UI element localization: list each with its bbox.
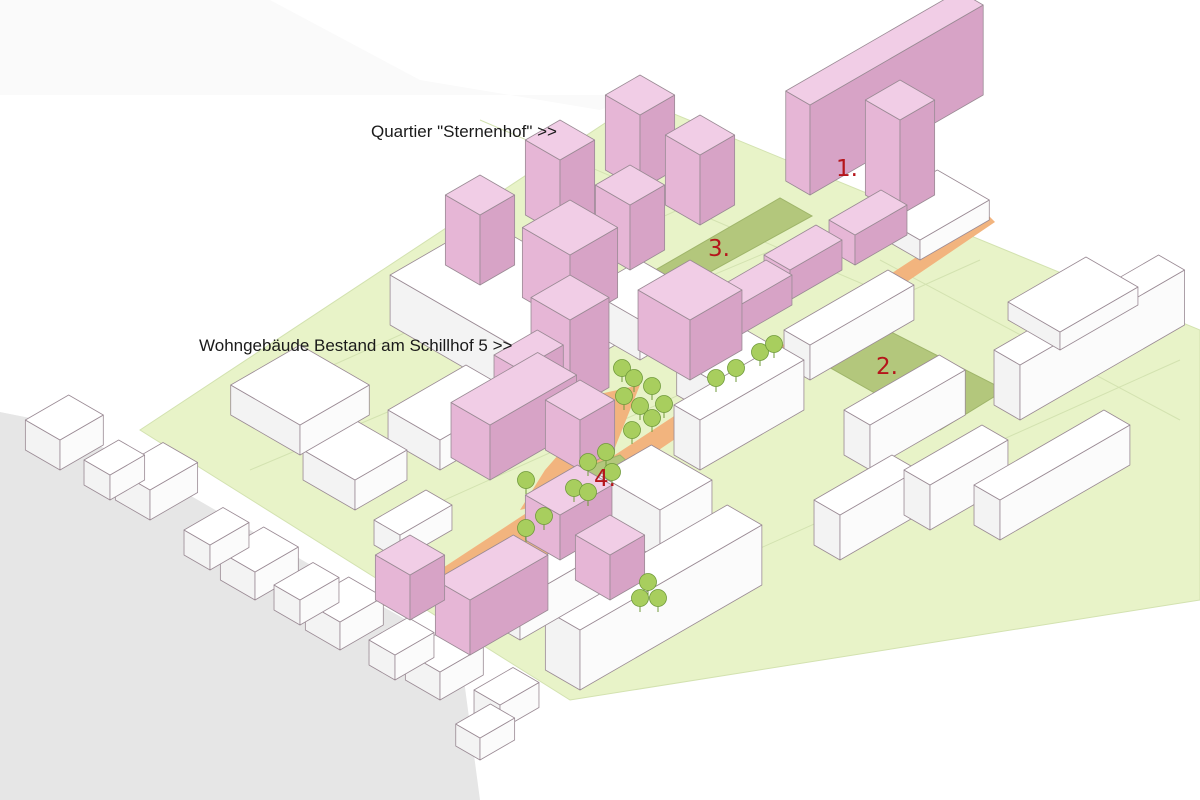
river-bank: [0, 412, 480, 800]
label-quartier-sternenhof: Quartier "Sternenhof" >>: [371, 122, 557, 141]
tree-21: [727, 359, 745, 377]
street-trees: [517, 335, 783, 612]
tree-23: [765, 335, 783, 353]
existing-building-8-roof: [843, 354, 966, 426]
existing-building-11: [903, 424, 1009, 531]
new-building-6: [444, 174, 516, 286]
existing-building-23-roof: [183, 507, 250, 546]
new-building-8-roof: [521, 199, 619, 256]
new-building-16-roof: [544, 379, 616, 421]
new-building-14-roof: [493, 329, 564, 371]
new-building-20: [574, 514, 646, 601]
new-building-5: [664, 114, 736, 226]
upper-land-shadow: [0, 0, 640, 110]
existing-building-5: [230, 344, 370, 456]
tree-12: [517, 471, 535, 489]
existing-building-17: [24, 394, 104, 471]
tree-18: [631, 589, 649, 607]
tree-16: [517, 519, 535, 537]
existing-building-7-roof: [783, 269, 915, 346]
area-number-1: 1.: [836, 156, 858, 182]
new-building-7-roof: [594, 164, 666, 206]
tree-10: [579, 453, 597, 471]
tree-6: [655, 395, 673, 413]
existing-building-26-roof: [473, 667, 540, 706]
new-buildings: [374, 0, 984, 656]
tree-3: [643, 377, 661, 395]
new-building-13-roof: [530, 274, 610, 321]
existing-building-24-roof: [273, 562, 340, 601]
tree-5: [631, 397, 649, 415]
existing-building-19: [219, 526, 299, 601]
new-building-12: [637, 259, 743, 381]
new-building-2-roof: [864, 79, 936, 121]
new-building-10-roof: [763, 224, 843, 271]
new-building-1-roof: [785, 0, 984, 106]
tree-1: [613, 359, 631, 377]
new-building-18: [374, 534, 446, 621]
new-building-6-roof: [444, 174, 516, 216]
tree-2: [625, 369, 643, 387]
new-building-12-roof: [637, 259, 743, 321]
tree-4: [615, 387, 633, 405]
existing-building-28-roof: [973, 409, 1131, 501]
existing-building-28: [973, 409, 1131, 541]
existing-building-30: [1007, 256, 1139, 351]
existing-building-12-roof: [598, 444, 713, 511]
existing-building-27: [455, 703, 516, 761]
tree-22: [751, 343, 769, 361]
area-number-4: 4.: [594, 466, 616, 492]
area-number-2: 2.: [876, 354, 898, 380]
new-building-1-wall-left: [785, 90, 811, 196]
new-building-3-roof: [524, 119, 596, 161]
existing-building-23: [183, 507, 250, 571]
new-building-9: [828, 189, 908, 266]
existing-building-17-roof: [24, 394, 104, 441]
tree-7: [643, 409, 661, 427]
tree-20: [707, 369, 725, 387]
existing-building-16-roof: [373, 489, 453, 536]
tree-19: [649, 589, 667, 607]
new-building-5-roof: [664, 114, 736, 156]
label-wohngebaeude-schillhof: Wohngebäude Bestand am Schillhof 5 >>: [199, 336, 513, 355]
tree-11: [603, 463, 621, 481]
new-building-4-roof: [604, 74, 676, 116]
existing-building-10-roof: [813, 454, 919, 516]
new-building-9-roof: [828, 189, 908, 236]
existing-building-30-roof: [1007, 256, 1139, 333]
existing-building-22-roof: [83, 439, 146, 476]
area-number-3: 3.: [708, 236, 730, 262]
existing-building-14: [544, 504, 763, 691]
tree-8: [623, 421, 641, 439]
tree-15: [535, 507, 553, 525]
existing-building-4: [302, 419, 408, 511]
existing-building-24: [273, 562, 340, 626]
tree-17: [639, 573, 657, 591]
existing-building-11-roof: [903, 424, 1009, 486]
existing-building-13: [673, 344, 805, 471]
new-building-18-roof: [374, 534, 446, 576]
new-building-17-roof: [434, 534, 549, 601]
existing-building-8: [843, 354, 966, 471]
tree-14: [579, 483, 597, 501]
existing-building-27-roof: [455, 703, 516, 739]
existing-building-19-roof: [219, 526, 299, 573]
existing-building-22: [83, 439, 146, 501]
existing-building-5-roof: [230, 344, 370, 426]
new-building-16: [544, 379, 616, 471]
tree-9: [597, 443, 615, 461]
new-building-15-roof: [450, 352, 577, 426]
existing-building-10: [813, 454, 919, 561]
existing-buildings: [24, 169, 1185, 761]
new-building-20-roof: [574, 514, 646, 556]
